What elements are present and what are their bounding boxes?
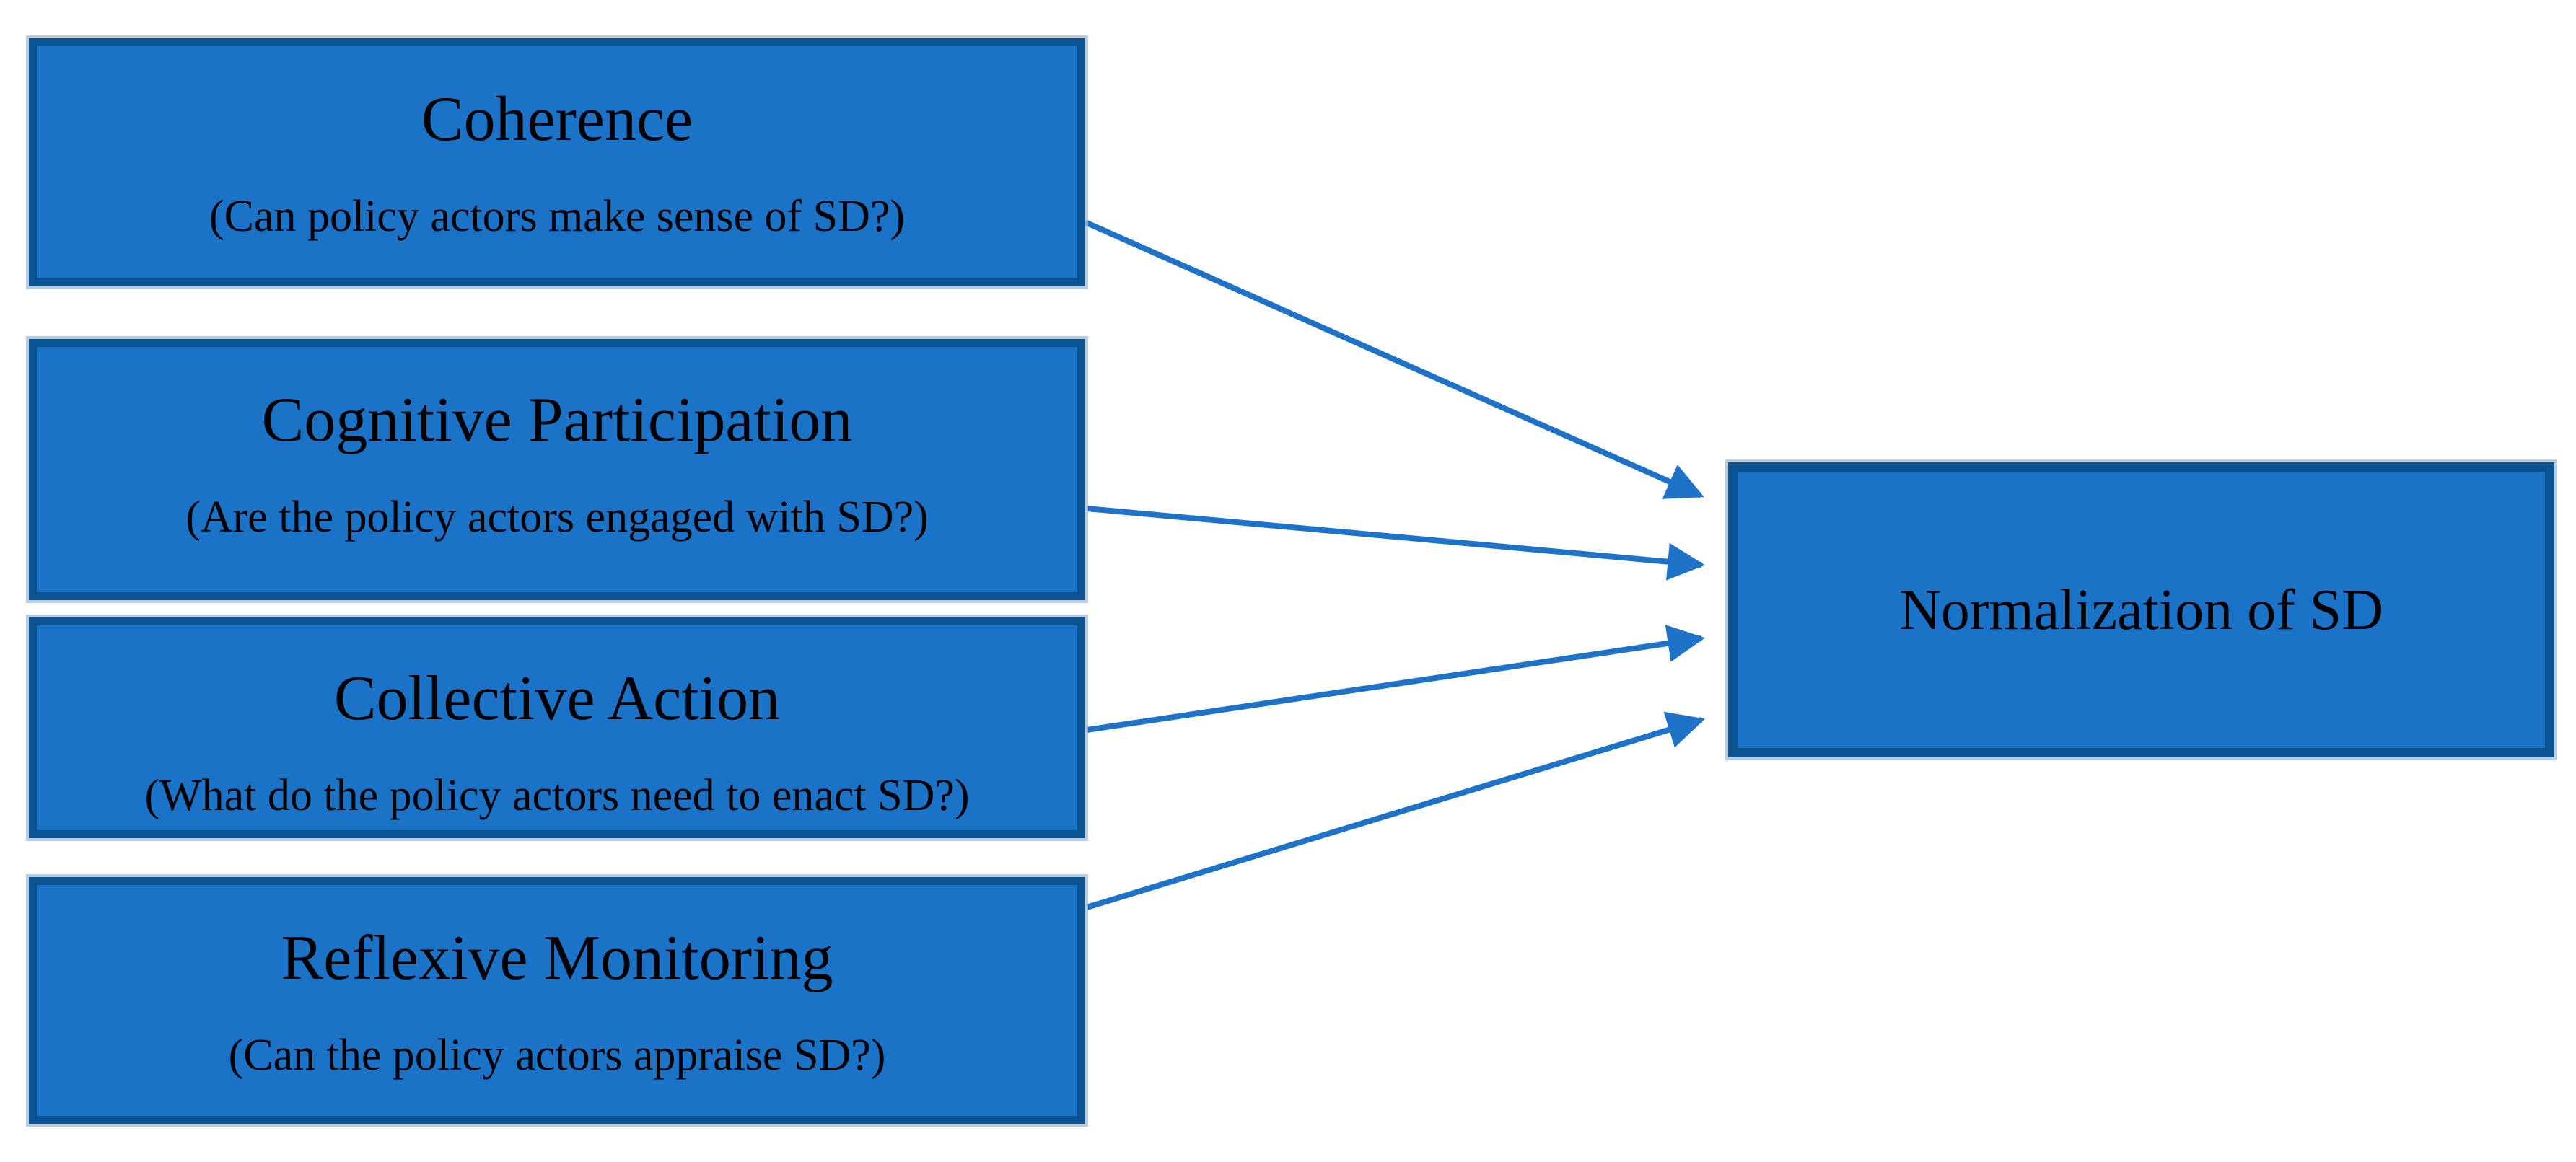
node-cognitive-participation-title: Cognitive Participation bbox=[261, 385, 853, 455]
node-normalization-of-sd-title: Normalization of SD bbox=[1899, 578, 2383, 642]
node-reflexive-monitoring-subtitle: (Can the policy actors appraise SD?) bbox=[228, 1031, 886, 1080]
node-coherence-title: Coherence bbox=[421, 84, 693, 154]
arrow-coherence-to-normalization bbox=[1084, 219, 1704, 499]
arrow-cognitive-participation-to-normalization bbox=[1086, 506, 1706, 581]
node-reflexive-monitoring-title: Reflexive Monitoring bbox=[281, 923, 833, 993]
node-normalization-of-sd: Normalization of SD bbox=[1728, 462, 2554, 757]
node-cognitive-participation-subtitle: (Are the policy actors engaged with SD?) bbox=[185, 493, 929, 542]
node-cognitive-participation: Cognitive Participation (Are the policy … bbox=[29, 339, 1085, 600]
node-coherence: Coherence (Can policy actors make sense … bbox=[29, 38, 1085, 286]
node-collective-action-subtitle: (What do the policy actors need to enact… bbox=[144, 771, 970, 820]
node-collective-action: Collective Action (What do the policy ac… bbox=[29, 617, 1085, 838]
arrow-collective-action-to-normalization bbox=[1086, 625, 1706, 733]
arrow-reflexive-monitoring-to-normalization bbox=[1085, 711, 1705, 910]
node-coherence-subtitle: (Can policy actors make sense of SD?) bbox=[209, 192, 906, 241]
node-reflexive-monitoring: Reflexive Monitoring (Can the policy act… bbox=[29, 877, 1085, 1124]
node-collective-action-title: Collective Action bbox=[333, 664, 781, 734]
